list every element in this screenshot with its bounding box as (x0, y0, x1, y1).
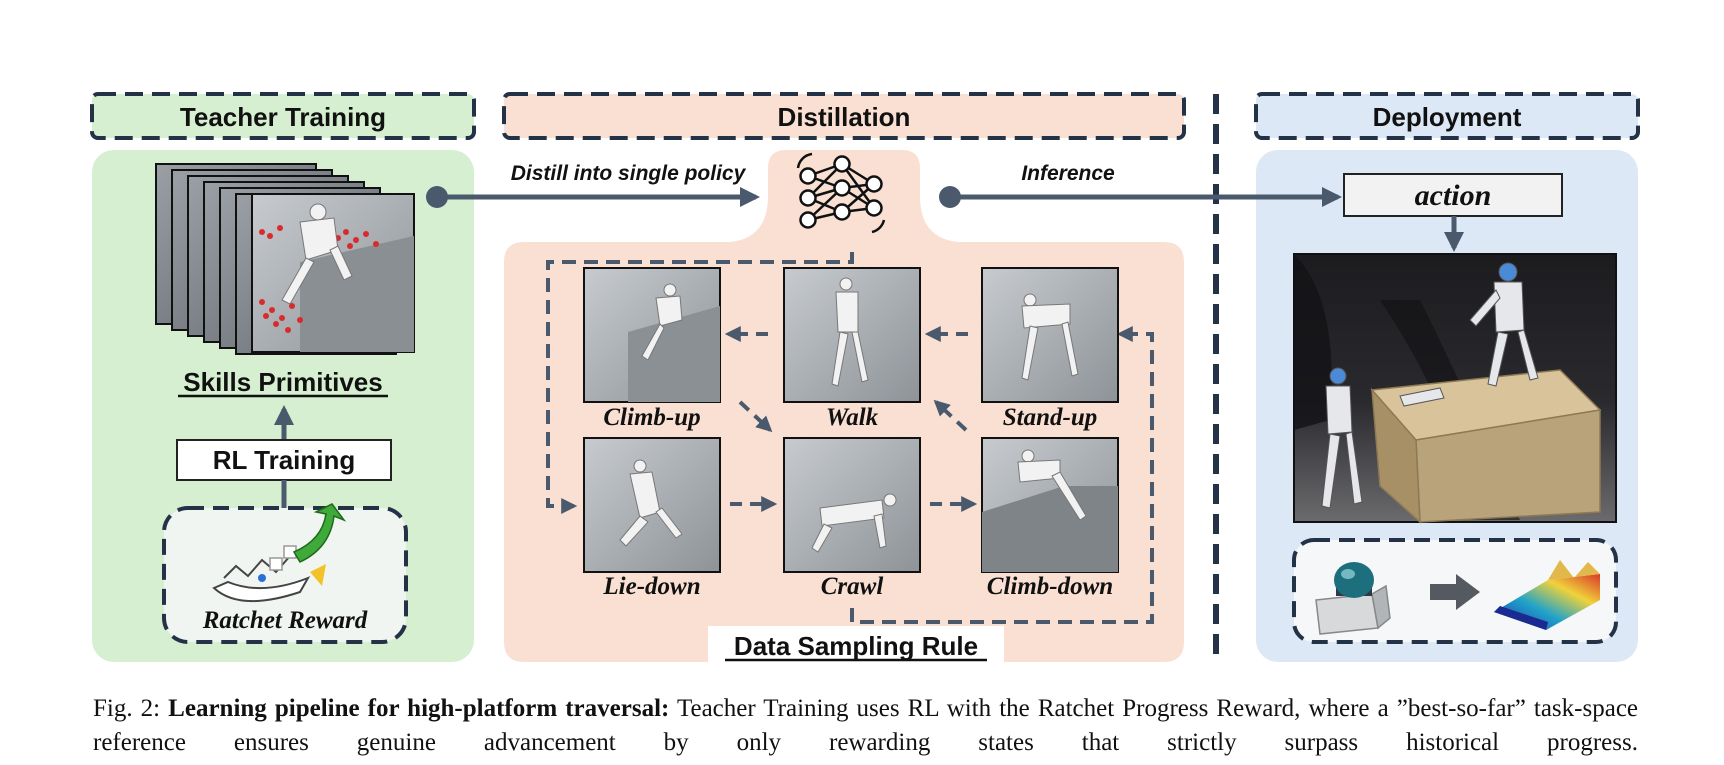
caption-bold: Learning pipeline for high-platform trav… (168, 695, 670, 722)
label-climb-down: Climb-down (987, 573, 1113, 600)
pipeline-figure: Teacher Training Distillation Deployment (90, 92, 1640, 662)
label-walk: Walk (826, 404, 879, 431)
loop-line-left (546, 252, 854, 514)
frame-platform (300, 236, 414, 352)
tile-climb-down (981, 437, 1119, 573)
lidar-icon (1315, 562, 1391, 635)
rl-training-box (176, 439, 392, 481)
ratchet-reward-label: Ratchet Reward (202, 607, 368, 634)
rl-training-label: RL Training (213, 445, 356, 475)
label-climb-up: Climb-up (603, 404, 700, 431)
tile-lie-down (583, 437, 721, 573)
header-deployment: Deployment (1254, 92, 1640, 140)
tile-walk (783, 267, 921, 403)
distill-arrow (426, 186, 760, 208)
sensor-arrow-icon (1430, 574, 1480, 610)
terrain-map-icon (1494, 560, 1600, 630)
distillation-title: Distillation (778, 102, 911, 132)
caption-line2: ”best-so-far” task-space reference ensur… (93, 695, 1639, 756)
figure-caption: Fig. 2: Learning pipeline for high-platf… (93, 692, 1638, 760)
sampling-rule-label: Data Sampling Rule (734, 631, 978, 661)
tile-stand-up (981, 267, 1119, 403)
deployment-title: Deployment (1373, 102, 1522, 132)
inference-label: Inference (1021, 162, 1115, 185)
caption-prefix: Fig. 2: (93, 695, 161, 722)
real-robot-photo (1293, 253, 1617, 524)
tile-crawl (783, 437, 921, 573)
robot-figure (281, 203, 353, 305)
header-distillation: Distillation (502, 92, 1186, 140)
skill-frames-stack (155, 163, 415, 355)
label-crawl: Crawl (821, 573, 884, 600)
label-lie-down: Lie-down (602, 573, 700, 600)
label-stand-up: Stand-up (1003, 404, 1097, 431)
skill-grid: Climb-up Walk Stand-up Lie-down Crawl Cl… (546, 252, 1154, 624)
action-label: action (1415, 179, 1492, 212)
inference-arrow (939, 186, 1342, 208)
caption-line1: Teacher Training uses RL with the Ratche… (676, 695, 1389, 722)
distill-label: Distill into single policy (511, 162, 747, 185)
ratchet-reward-box (162, 506, 408, 644)
skills-primitives-label: Skills Primitives (183, 367, 382, 397)
teacher-training-title: Teacher Training (180, 102, 386, 132)
tile-climb-up (583, 267, 721, 403)
header-teacher-training: Teacher Training (90, 92, 476, 140)
contact-points (259, 225, 379, 333)
loop-line-right (850, 326, 1154, 624)
action-box (1343, 173, 1563, 217)
neural-network-icon (796, 152, 886, 234)
ratchet-icon (212, 503, 347, 602)
